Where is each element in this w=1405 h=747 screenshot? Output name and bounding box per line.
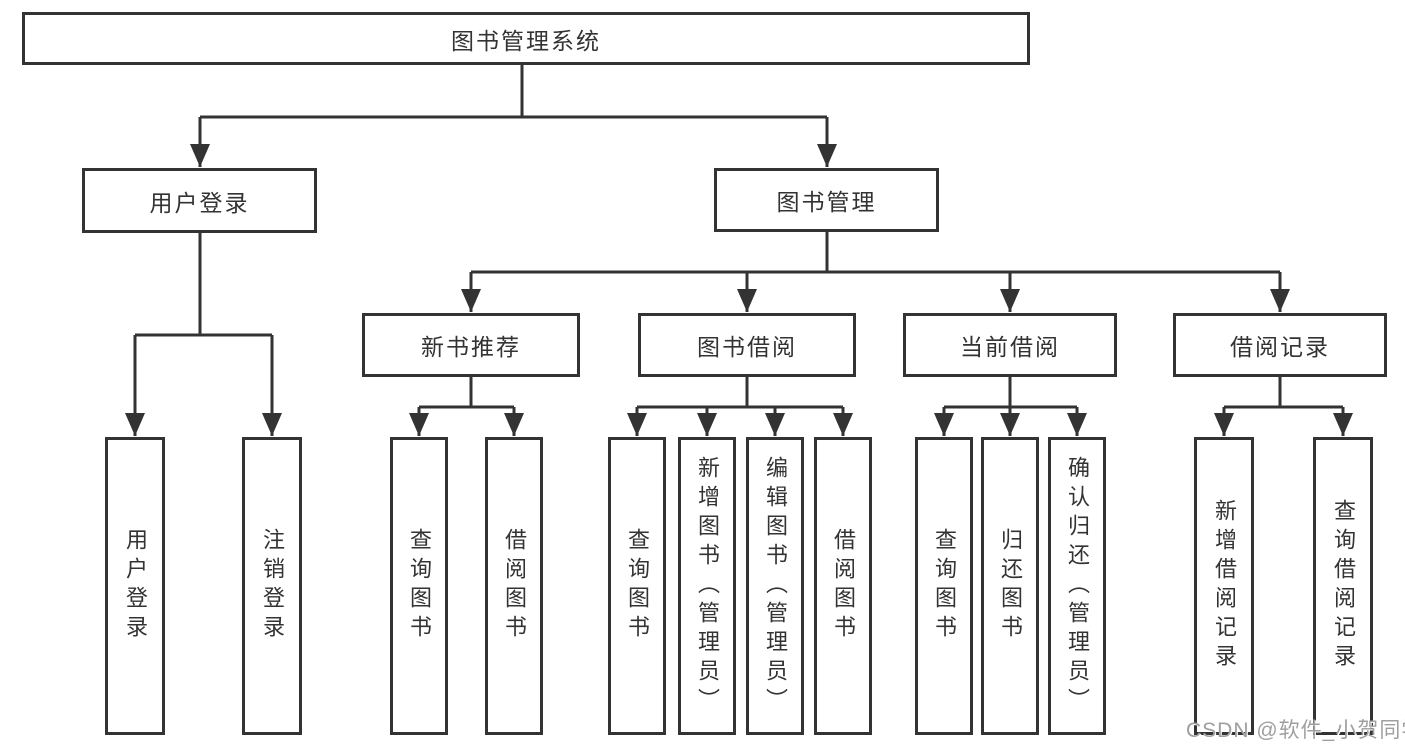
- leaf-add-borrow-record: 新增借阅记录: [1194, 437, 1254, 735]
- leaf-add-book-admin: 新增图书（管理员）: [678, 437, 736, 735]
- node-book-borrowing: 图书借阅: [638, 313, 856, 377]
- leaf-edit-book-admin: 编辑图书（管理员）: [746, 437, 804, 735]
- node-user-login: 用户登录: [82, 168, 317, 233]
- leaf-query-books-current: 查询图书: [915, 437, 973, 735]
- node-book-management: 图书管理: [714, 168, 939, 232]
- node-library-management-system: 图书管理系统: [22, 12, 1030, 65]
- leaf-borrow-books-recommendation: 借阅图书: [485, 437, 543, 735]
- node-current-borrowing: 当前借阅: [903, 313, 1117, 377]
- leaf-borrow-books-borrowing: 借阅图书: [814, 437, 872, 735]
- leaf-confirm-return-admin: 确认归还（管理员）: [1048, 437, 1106, 735]
- leaf-user-login: 用户登录: [105, 437, 165, 735]
- leaf-query-borrow-record: 查询借阅记录: [1313, 437, 1373, 735]
- csdn-watermark: CSDN @软件_小贺同学: [1186, 719, 1405, 742]
- leaf-query-books-recommendation: 查询图书: [390, 437, 448, 735]
- leaf-logout: 注销登录: [242, 437, 302, 735]
- leaf-return-books: 归还图书: [981, 437, 1039, 735]
- node-borrowing-records: 借阅记录: [1173, 313, 1387, 377]
- leaf-query-books-borrowing: 查询图书: [608, 437, 666, 735]
- node-new-book-recommendation: 新书推荐: [362, 313, 580, 377]
